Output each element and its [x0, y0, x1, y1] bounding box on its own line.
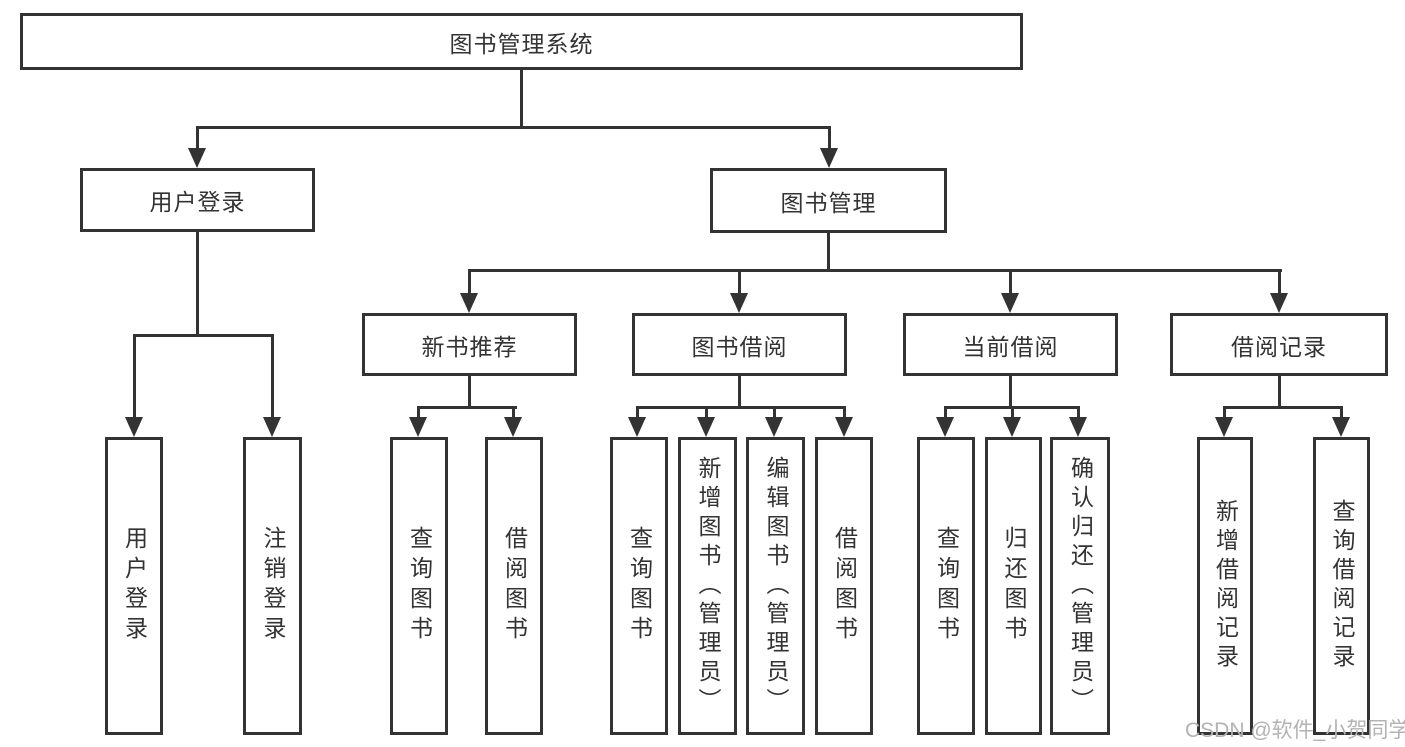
connector-line	[738, 270, 741, 298]
node-leaf-add-books-admin: 新增图书（管理员）	[678, 437, 737, 735]
node-leaf-borrow-books: 借阅图书	[815, 437, 873, 735]
arrow-down-icon	[730, 293, 748, 313]
connector-line	[1223, 407, 1226, 421]
arrow-down-icon	[936, 417, 954, 437]
connector-line	[1223, 406, 1343, 409]
connector-line	[468, 270, 471, 298]
connector-line	[828, 127, 831, 153]
connector-line	[512, 407, 515, 421]
connector-line	[738, 376, 741, 408]
connector-line	[1340, 407, 1343, 421]
arrow-down-icon	[188, 148, 206, 168]
connector-line	[468, 269, 1282, 272]
connector-line	[417, 407, 420, 421]
connector-line	[827, 233, 830, 272]
connector-line	[133, 334, 274, 337]
connector-line	[196, 232, 199, 336]
connector-line	[196, 126, 831, 129]
arrow-down-icon	[1332, 417, 1350, 437]
connector-line	[1077, 407, 1080, 421]
connector-line	[520, 70, 523, 128]
node-leaf-return-books: 归还图书	[985, 437, 1042, 735]
connector-line	[1009, 376, 1012, 408]
node-leaf-user-login: 用户登录	[105, 437, 163, 735]
connector-line	[133, 335, 136, 421]
arrow-down-icon	[263, 417, 281, 437]
node-library-management-system: 图书管理系统	[20, 13, 1023, 70]
node-leaf-add-borrow-record: 新增借阅记录	[1197, 437, 1253, 735]
connector-line	[1278, 270, 1281, 298]
arrow-down-icon	[460, 293, 478, 313]
connector-line	[705, 407, 708, 421]
arrow-down-icon	[1215, 417, 1233, 437]
node-book-management: 图书管理	[710, 168, 947, 233]
connector-line	[196, 127, 199, 153]
connector-line	[944, 407, 947, 421]
node-borrowing-records: 借阅记录	[1170, 313, 1388, 376]
connector-line	[773, 407, 776, 421]
connector-line	[468, 376, 471, 408]
node-leaf-edit-books-admin: 编辑图书（管理员）	[746, 437, 805, 735]
arrow-down-icon	[125, 417, 143, 437]
node-leaf-query-borrow-record: 查询借阅记录	[1313, 437, 1370, 735]
node-leaf-borrow-books-recommend: 借阅图书	[485, 437, 543, 735]
connector-line	[636, 407, 639, 421]
connector-line	[271, 335, 274, 421]
connector-line	[1009, 270, 1012, 298]
connector-line	[1278, 376, 1281, 408]
connector-line	[417, 406, 517, 409]
node-leaf-confirm-return-admin: 确认归还（管理员）	[1050, 437, 1110, 735]
node-leaf-query-books-current: 查询图书	[917, 437, 975, 735]
connector-line	[1011, 407, 1014, 421]
node-leaf-query-books-borrowing: 查询图书	[610, 437, 668, 735]
node-leaf-query-books-recommend: 查询图书	[390, 437, 448, 735]
arrow-down-icon	[697, 417, 715, 437]
arrow-down-icon	[1003, 417, 1021, 437]
watermark-text: CSDN @软件_小贺同学	[1185, 719, 1405, 742]
arrow-down-icon	[835, 417, 853, 437]
connector-line	[636, 406, 846, 409]
arrow-down-icon	[1069, 417, 1087, 437]
arrow-down-icon	[1270, 293, 1288, 313]
connector-line	[843, 407, 846, 421]
node-current-borrowing: 当前借阅	[903, 313, 1118, 376]
node-book-borrowing: 图书借阅	[632, 313, 847, 376]
node-new-book-recommend: 新书推荐	[362, 313, 577, 376]
arrow-down-icon	[628, 417, 646, 437]
node-user-login: 用户登录	[80, 168, 315, 232]
arrow-down-icon	[765, 417, 783, 437]
node-leaf-logout: 注销登录	[243, 437, 302, 735]
arrow-down-icon	[1001, 293, 1019, 313]
arrow-down-icon	[504, 417, 522, 437]
arrow-down-icon	[820, 148, 838, 168]
arrow-down-icon	[409, 417, 427, 437]
